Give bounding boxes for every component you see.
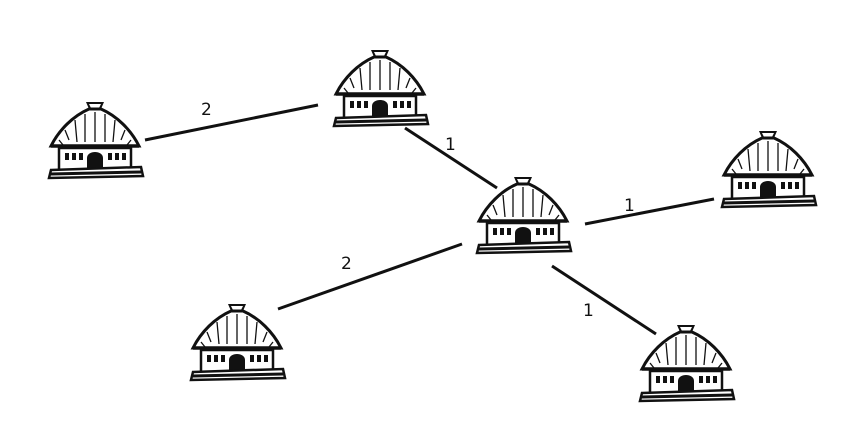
edges [144,103,715,336]
hut-icon [638,323,736,403]
edge-center-bottom-left [277,242,463,311]
edge-top-left-top-center [144,103,319,142]
edge-weight-label: 1 [583,301,594,321]
edge-weight-label: 2 [201,100,212,120]
edge-labels: 2 1 1 2 1 [201,100,635,321]
hut-icon [332,48,430,128]
hut-icon [47,100,145,180]
edge-center-right [584,197,715,226]
hut-icon [720,129,818,209]
edge-top-center-center [404,126,498,190]
hut-icon [189,302,287,382]
edge-weight-label: 1 [624,196,635,216]
hut-icon [475,175,573,255]
edge-center-bottom-right [551,264,657,336]
edge-weight-label: 1 [445,135,456,155]
nodes [47,48,818,403]
edge-weight-label: 2 [341,254,352,274]
